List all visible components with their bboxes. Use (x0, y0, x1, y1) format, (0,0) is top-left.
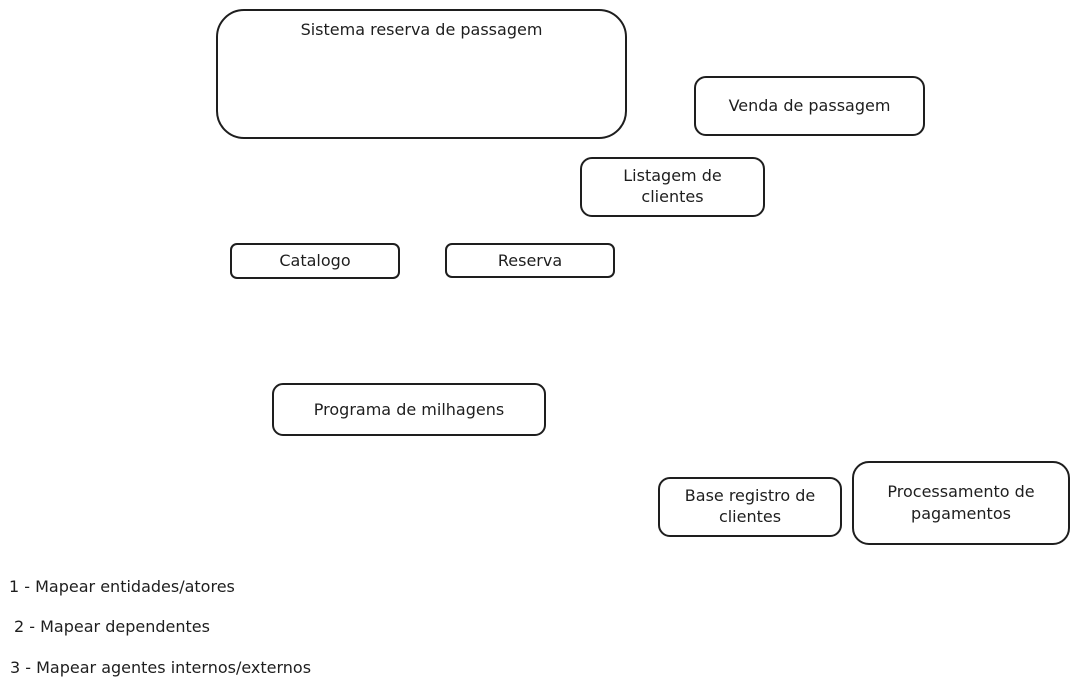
catalogo-box[interactable]: Catalogo (230, 243, 400, 279)
step-note-3[interactable]: 3 - Mapear agentes internos/externos (10, 658, 312, 677)
base-registro-clientes-label: Base registro de clientes (684, 486, 816, 526)
venda-passagem-label: Venda de passagem (728, 96, 891, 116)
processamento-pagamentos-box[interactable]: Processamento de pagamentos (852, 461, 1070, 545)
step-note-1[interactable]: 1 - Mapear entidades/atores (9, 577, 235, 596)
listagem-clientes-label: Listagem de clientes (623, 166, 722, 206)
reserva-box[interactable]: Reserva (445, 243, 615, 278)
programa-milhagens-label: Programa de milhagens (313, 399, 505, 419)
programa-milhagens-box[interactable]: Programa de milhagens (272, 383, 546, 436)
processamento-pagamentos-label: Processamento de pagamentos (887, 481, 1035, 523)
venda-passagem-box[interactable]: Venda de passagem (694, 76, 925, 136)
catalogo-label: Catalogo (279, 251, 351, 271)
step-note-2[interactable]: 2 - Mapear dependentes (14, 617, 210, 636)
sistema-reserva-box[interactable]: Sistema reserva de passagem (216, 9, 627, 139)
reserva-label: Reserva (497, 250, 563, 270)
base-registro-clientes-box[interactable]: Base registro de clientes (658, 477, 842, 537)
sistema-reserva-label: Sistema reserva de passagem (300, 20, 543, 39)
listagem-clientes-box[interactable]: Listagem de clientes (580, 157, 765, 217)
